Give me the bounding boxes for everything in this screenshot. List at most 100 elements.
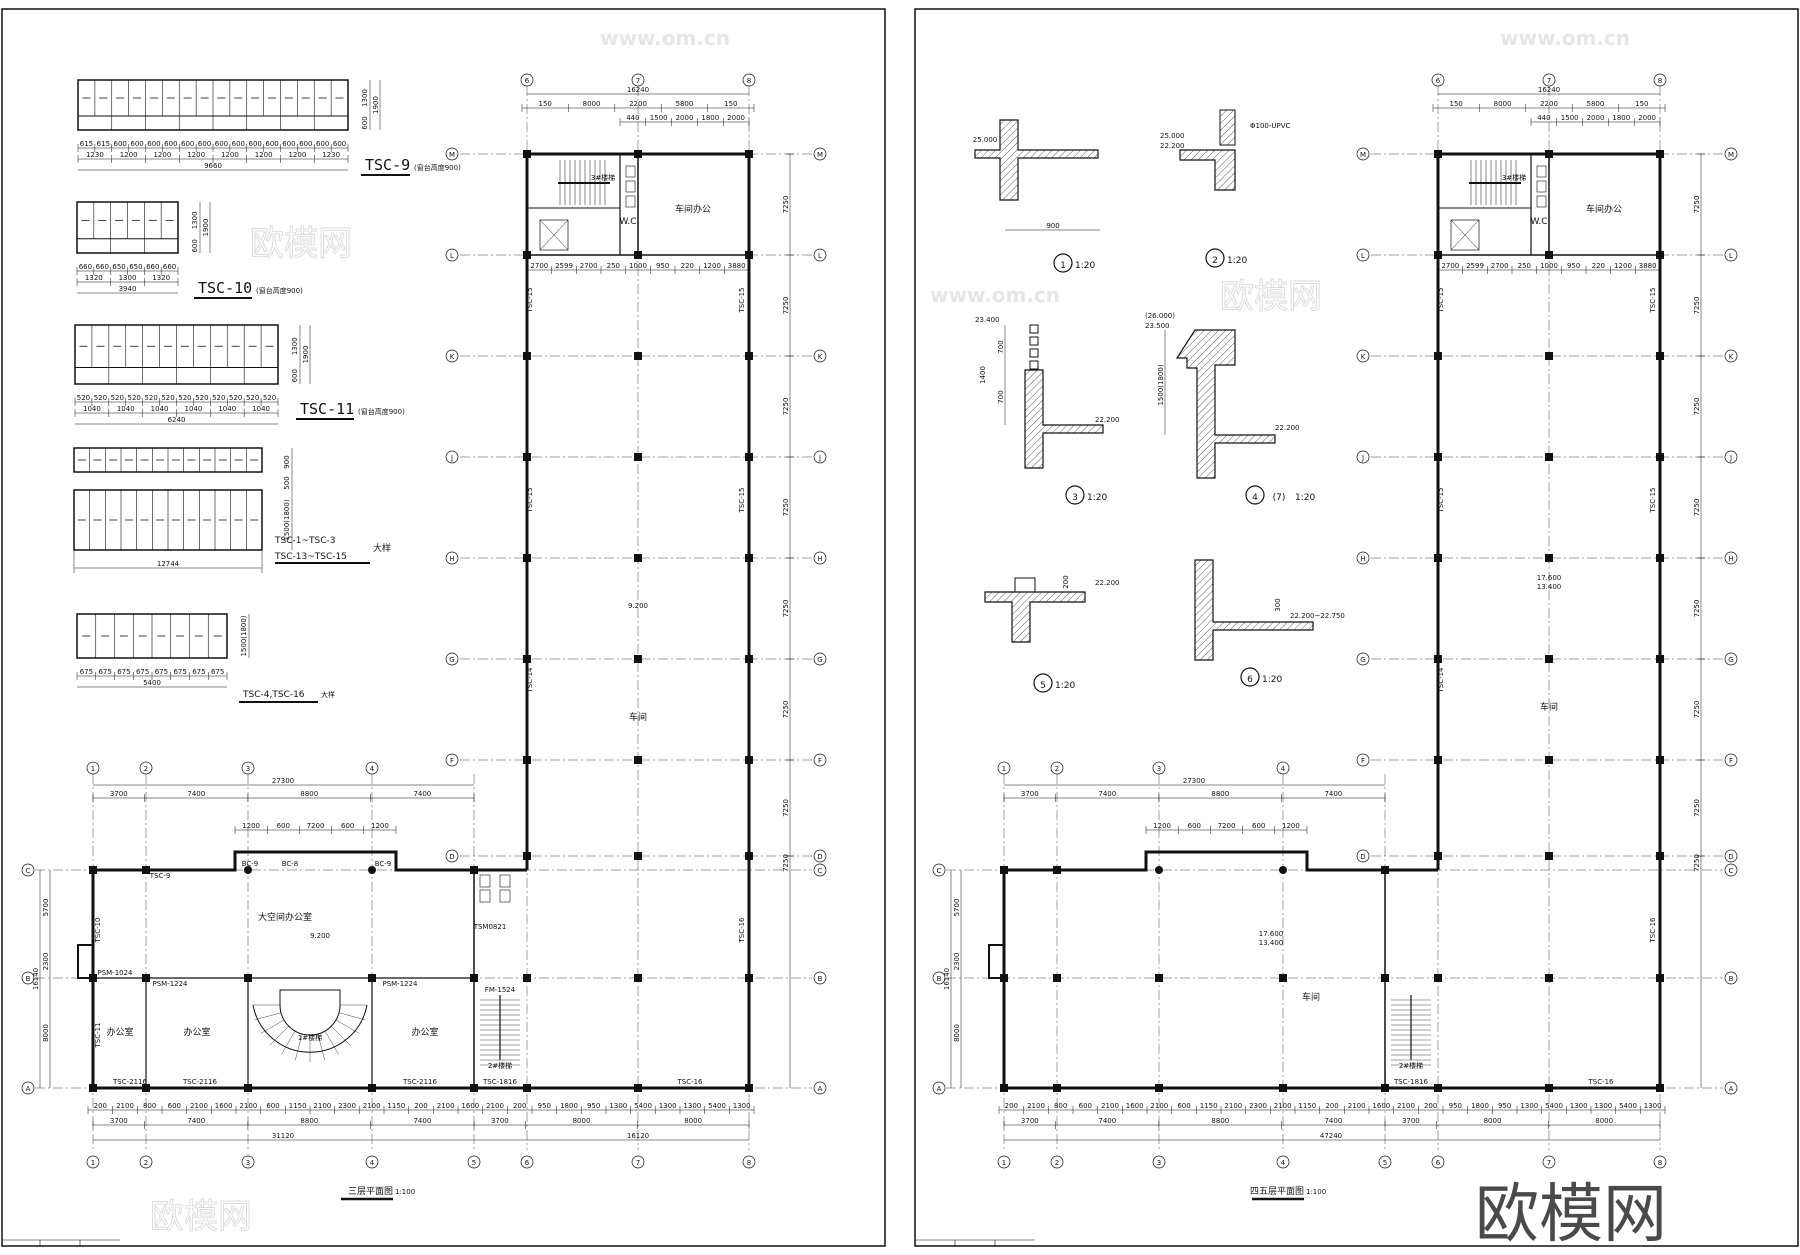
group-width: 1040 (218, 405, 236, 413)
dimension-value: 3700 (1402, 1117, 1420, 1125)
window-schedule-tsc-1~tsc-3: 127449005001500(1800)TSC-1~TSC-3TSC-13~T… (73, 447, 391, 573)
structural-column (1279, 1084, 1287, 1092)
stair-label: 2#楼梯 (488, 1061, 512, 1070)
window-tag: TSC-10 (94, 917, 102, 943)
axis-bubble (813, 349, 827, 363)
axis-label: D (1728, 853, 1733, 861)
toilet-fixture (625, 195, 636, 208)
window-tag: TSC-9 (149, 872, 171, 880)
dimension-value: 200 (513, 1102, 526, 1110)
pane-width: 600 (249, 140, 262, 148)
elevation: 23.400 (975, 316, 1000, 324)
height-dim: 600 (191, 239, 199, 252)
stair-tread (324, 1030, 339, 1055)
wall-section (1194, 559, 1314, 661)
window-tag: BC-9 (242, 860, 259, 868)
dimension-value: 5800 (675, 100, 693, 108)
dimension-value: 600 (1252, 822, 1265, 830)
elevator (539, 219, 569, 251)
axis-bubble (365, 1155, 379, 1169)
dimension-value: 2100 (313, 1102, 331, 1110)
structural-column (634, 974, 642, 982)
axis-bubble (1724, 349, 1738, 363)
axis-label: B (1729, 975, 1734, 983)
structural-column (142, 866, 150, 874)
window-tag: TSC-14 (526, 667, 534, 694)
dimension-value: 440 (1537, 114, 1550, 122)
window-tag: TSC-14 (1437, 667, 1445, 694)
room-label: 车间 (1302, 991, 1320, 1003)
structural-column (1053, 974, 1061, 982)
dimension-value: 200 (1005, 1102, 1018, 1110)
dimension-value: 600 (341, 822, 354, 830)
dimension-value: 2599 (555, 262, 573, 270)
window-tag: PSM-1024 (97, 969, 133, 977)
pane-width: 520 (128, 394, 141, 402)
structural-column (1000, 974, 1008, 982)
axis-bubble (813, 248, 827, 262)
pane-width: 600 (164, 140, 177, 148)
axis-bubble (1724, 863, 1738, 877)
structural-column (634, 756, 642, 764)
axis-bubble (1724, 248, 1738, 262)
pane-width: 520 (111, 394, 124, 402)
structural-column (1545, 453, 1553, 461)
axis-bubble (21, 863, 35, 877)
dimension-value: 200 (1325, 1102, 1338, 1110)
dimension-value: 600 (168, 1102, 181, 1110)
axis-bubble (1152, 761, 1166, 775)
detail-number-circle (1053, 253, 1073, 273)
room-label: W.C (1530, 217, 1547, 227)
detail-scale: 1:20 (1075, 261, 1095, 271)
dimension-value: 7250 (1693, 799, 1701, 817)
structural-column (523, 453, 531, 461)
axis-label: 7 (636, 77, 640, 85)
pane-width: 660 (79, 263, 92, 271)
axis-bubble (1431, 73, 1445, 87)
detail-number-circle (1033, 673, 1053, 693)
window-tag: TSC-15 (738, 487, 746, 513)
dimension-value: 600 (277, 822, 290, 830)
axis-label: 3 (246, 765, 250, 773)
axis-bubble (1542, 73, 1556, 87)
axis-label: 6 (525, 1159, 530, 1167)
axis-bubble (139, 761, 153, 775)
structural-column (523, 554, 531, 562)
toilet-fixture (479, 874, 491, 888)
sheet-border (914, 8, 1799, 1247)
dimension-value: 2100 (1101, 1102, 1119, 1110)
axis-bubble (1356, 349, 1370, 363)
structural-column (1434, 554, 1442, 562)
dimension-value: 7250 (782, 196, 790, 214)
axis-label: J (450, 454, 453, 462)
elevation-mark: 13.400 (1259, 939, 1284, 947)
structural-column (1053, 1084, 1061, 1092)
structural-column (1656, 655, 1664, 663)
dimension-value: 7400 (413, 1117, 431, 1125)
axis-label: B (818, 975, 823, 983)
dimension-value: 1150 (1298, 1102, 1316, 1110)
total-width: 3940 (119, 285, 137, 293)
toilet-fixture (499, 889, 511, 903)
dimension-value: 2300 (953, 953, 961, 971)
structural-column (745, 655, 753, 663)
sheet-title: 四五层平面图 (1250, 1186, 1304, 1197)
axis-bubble (21, 1081, 35, 1095)
dimension-value: 2100 (1150, 1102, 1168, 1110)
dimension-value: 7400 (413, 790, 431, 798)
pane-width: 650 (129, 263, 142, 271)
axis-label: M (1360, 151, 1366, 159)
axis-bubble (1356, 248, 1370, 262)
pane-width: 600 (198, 140, 211, 148)
axis-bubble (1724, 971, 1738, 985)
toilet-fixture (1536, 165, 1547, 178)
detail-scale: 1:20 (1295, 493, 1315, 503)
axis-label: F (818, 757, 822, 765)
dimension-value: 150 (1635, 100, 1648, 108)
axis-label: 8 (747, 1159, 751, 1167)
dimension-value: 2300 (1249, 1102, 1267, 1110)
height-dim: 900 (283, 455, 291, 468)
dimension-value: 1800 (560, 1102, 578, 1110)
dim: 1400 (979, 366, 987, 384)
